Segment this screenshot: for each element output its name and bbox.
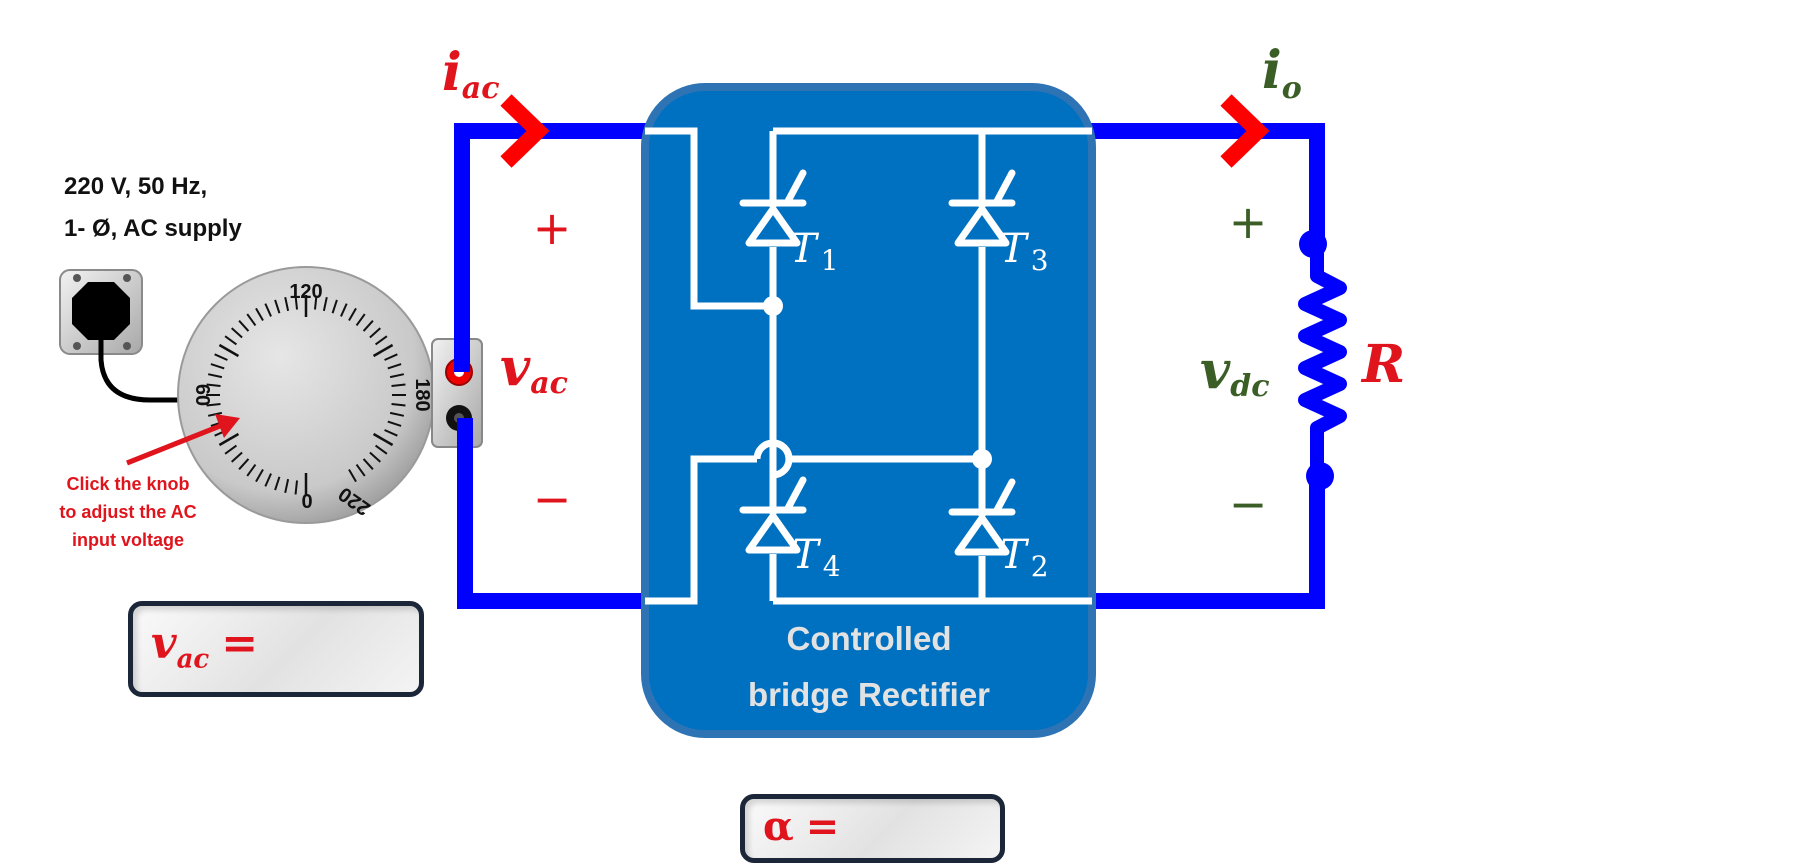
dial-label-180: 180	[411, 378, 433, 411]
i-o-label: io	[1262, 40, 1302, 106]
dial-tick	[374, 444, 388, 455]
dial-tick	[348, 307, 357, 322]
dial-tick	[362, 458, 374, 470]
dial-tick	[284, 296, 290, 312]
dial-tick	[207, 411, 223, 417]
i-ac-label: iac	[442, 42, 499, 106]
v-ac-label: vac	[500, 337, 568, 401]
dial-tick	[218, 343, 240, 358]
thyristor-t3-icon	[948, 169, 1016, 247]
rectifier-title-line2: bridge Rectifier	[748, 676, 990, 713]
dial-tick	[255, 468, 264, 483]
dial-label-120: 120	[289, 281, 322, 303]
dial-tick	[294, 480, 299, 495]
dial-tick	[274, 299, 281, 314]
dc-current-arrow-icon	[1220, 94, 1270, 168]
dial-tick	[322, 296, 328, 312]
thyristor-t2-icon	[948, 478, 1016, 556]
dial-tick	[206, 402, 221, 407]
hint-text-line2: to adjust the AC	[59, 502, 196, 522]
hint-arrow-icon	[126, 414, 240, 466]
dial-tick	[274, 476, 281, 491]
dial-tick	[348, 468, 357, 483]
resistor-terminal-top	[1299, 230, 1327, 258]
supply-rating-text: 220 V, 50 Hz,	[64, 173, 207, 200]
dial-tick	[284, 478, 290, 494]
dial-tick	[387, 363, 402, 370]
dial-tick	[389, 373, 405, 379]
dial-tick	[355, 313, 366, 327]
dial-tick	[238, 320, 250, 332]
dial-tick	[255, 307, 264, 322]
alpha-readout-label: α=	[763, 802, 840, 850]
dial-tick	[355, 463, 366, 477]
dial-tick	[264, 473, 272, 487]
v-dc-label: vdc	[1200, 340, 1269, 404]
dial-tick	[372, 343, 394, 358]
vdc-minus-sign: −	[1229, 477, 1268, 531]
dial-tick	[391, 402, 406, 407]
dial-tick	[224, 444, 238, 455]
dial-tick	[384, 353, 398, 361]
ac-current-arrow-icon	[500, 94, 550, 168]
power-cable	[98, 340, 182, 403]
dial-tick	[294, 295, 299, 310]
alpha-readout-box: α=	[740, 794, 1005, 863]
dial-tick	[331, 299, 338, 314]
dial-tick	[384, 429, 398, 437]
vac-readout-label: vac=	[151, 617, 259, 675]
vdc-plus-sign: +	[1229, 195, 1268, 249]
dial-tick	[238, 458, 250, 470]
rectifier-title-line1: Controlled	[787, 620, 952, 657]
vac-plus-sign: +	[533, 201, 572, 255]
dial-tick	[231, 327, 243, 339]
dial-tick	[207, 373, 223, 379]
dial-tick	[389, 411, 405, 417]
thyristor-t4-icon	[739, 476, 807, 554]
dial-tick	[374, 335, 388, 346]
dial-tick	[372, 432, 394, 447]
dial-tick	[210, 363, 225, 370]
dial-tick	[246, 313, 257, 327]
dial-tick	[214, 353, 228, 361]
dial-tick	[369, 451, 381, 463]
dial-tick	[246, 463, 257, 477]
resistor-label: R	[1360, 334, 1405, 395]
wall-socket	[59, 269, 143, 355]
voltage-knob[interactable]: 120 60 180 0 220	[177, 266, 435, 524]
dial-tick	[362, 320, 374, 332]
dial-ticks	[206, 295, 406, 495]
resistor-terminal-bottom	[1306, 462, 1334, 490]
vac-readout-box: vac=	[128, 601, 424, 697]
thyristor-t1-icon	[739, 169, 807, 247]
hint-text-line3: input voltage	[72, 530, 184, 550]
dial-tick	[218, 432, 240, 447]
hint-text-line1: Click the knob	[66, 474, 189, 494]
dial-tick	[313, 295, 318, 310]
dial-label-0: 0	[301, 491, 312, 513]
dial-tick	[224, 335, 238, 346]
dial-tick	[387, 420, 402, 427]
dial-tick	[231, 451, 243, 463]
dial-tick	[369, 327, 381, 339]
dial-label-60: 60	[191, 384, 213, 406]
vac-minus-sign: −	[533, 472, 572, 526]
dial-tick	[391, 383, 406, 388]
supply-phase-text: 1- Ø, AC supply	[64, 215, 242, 242]
dial-tick	[340, 303, 348, 317]
dial-tick	[264, 303, 272, 317]
dial-tick	[206, 383, 221, 388]
